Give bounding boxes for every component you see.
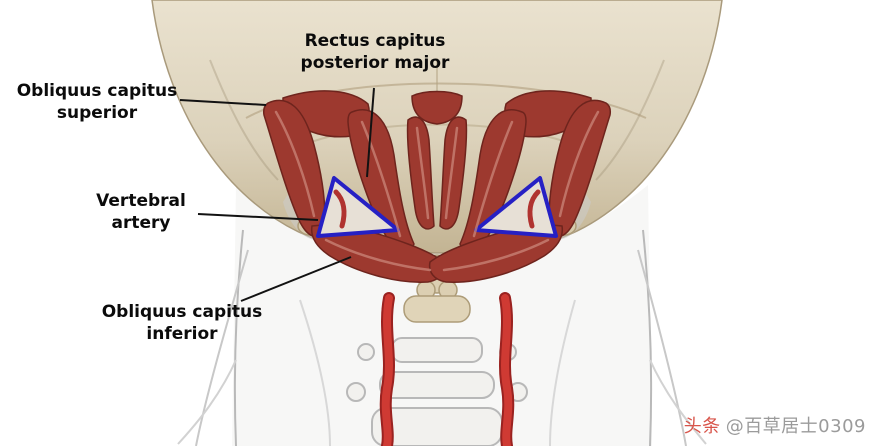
- leader-line-vertebral-artery: [197, 213, 319, 221]
- label-obliquus-capitus-inferior: Obliquus capitus inferior: [101, 302, 263, 344]
- label-obliquus-capitus-superior: Obliquus capitus superior: [16, 81, 178, 123]
- muscle-highlights: [274, 110, 600, 272]
- label-rectus-capitus-posterior-major: Rectus capitus posterior major: [300, 31, 450, 73]
- watermark: 头条@百草居士0309: [684, 412, 866, 438]
- watermark-handle: @百草居士0309: [725, 416, 866, 437]
- watermark-brand: 头条: [683, 416, 721, 437]
- leader-line-obliquus-inferior: [240, 256, 352, 302]
- muscle-stump-center: [411, 90, 463, 125]
- leader-lines: [179, 87, 375, 302]
- lower-vertebrae-line-art: [346, 337, 528, 446]
- vertebral-arteries: [379, 292, 515, 446]
- leader-line-rectus-major: [366, 87, 375, 178]
- label-vertebral-artery: Vertebral artery: [96, 191, 186, 233]
- suboccipital-triangles: [316, 176, 558, 238]
- leader-line-obliquus-superior: [179, 99, 267, 106]
